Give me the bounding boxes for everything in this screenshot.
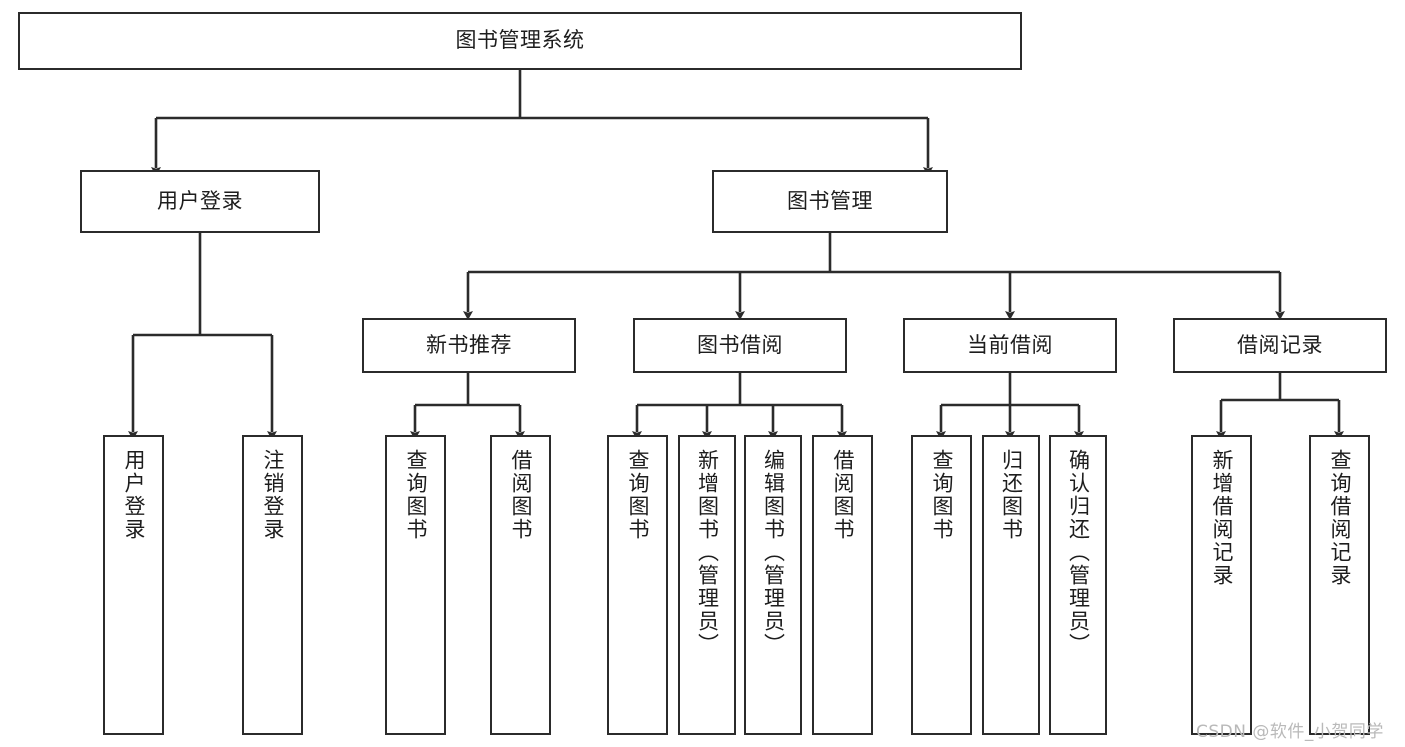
leaf-new-book-borrow-book[interactable]: 借阅图书 (490, 435, 551, 735)
node-label: 图书管理 (787, 188, 873, 213)
node-label: 查询借阅记录 (1328, 449, 1352, 587)
node-label: 归还图书 (999, 449, 1024, 541)
leaf-current-borrow-query-book[interactable]: 查询图书 (911, 435, 972, 735)
leaf-user-login-login[interactable]: 用户登录 (103, 435, 164, 735)
node-label: 借阅图书 (509, 449, 533, 541)
node-label: 用户登录 (122, 449, 146, 541)
node-label: 当前借阅 (967, 332, 1053, 357)
leaf-current-borrow-return-book[interactable]: 归还图书 (982, 435, 1040, 735)
node-label: 新增图书（管理员） (695, 449, 720, 656)
leaf-current-borrow-confirm-return-admin[interactable]: 确认归还（管理员） (1049, 435, 1107, 735)
node-book-management[interactable]: 图书管理 (712, 170, 948, 233)
node-new-book-recommend[interactable]: 新书推荐 (362, 318, 576, 373)
node-label: 图书管理系统 (455, 28, 585, 53)
node-label: 新增借阅记录 (1210, 449, 1234, 587)
node-label: 查询图书 (626, 449, 650, 541)
node-label: 用户登录 (157, 188, 243, 213)
leaf-book-borrow-borrow-book[interactable]: 借阅图书 (812, 435, 873, 735)
node-label: 查询图书 (404, 449, 428, 541)
leaf-book-borrow-edit-book-admin[interactable]: 编辑图书（管理员） (744, 435, 802, 735)
node-current-borrow[interactable]: 当前借阅 (903, 318, 1117, 373)
leaf-user-login-logout[interactable]: 注销登录 (242, 435, 303, 735)
node-label: 借阅记录 (1237, 332, 1323, 357)
leaf-borrow-records-query-record[interactable]: 查询借阅记录 (1309, 435, 1370, 735)
leaf-borrow-records-add-record[interactable]: 新增借阅记录 (1191, 435, 1252, 735)
node-label: 编辑图书（管理员） (761, 449, 786, 656)
node-root-book-management-system[interactable]: 图书管理系统 (18, 12, 1022, 70)
leaf-book-borrow-add-book-admin[interactable]: 新增图书（管理员） (678, 435, 736, 735)
node-label: 借阅图书 (831, 449, 855, 541)
node-label: 确认归还（管理员） (1066, 449, 1091, 656)
node-label: 新书推荐 (426, 332, 512, 357)
node-user-login[interactable]: 用户登录 (80, 170, 320, 233)
node-label: 图书借阅 (697, 332, 783, 357)
node-label: 查询图书 (930, 449, 954, 541)
node-book-borrow[interactable]: 图书借阅 (633, 318, 847, 373)
node-label: 注销登录 (261, 449, 285, 541)
leaf-new-book-query-book[interactable]: 查询图书 (385, 435, 446, 735)
leaf-book-borrow-query-book[interactable]: 查询图书 (607, 435, 668, 735)
csdn-watermark: CSDN @软件_小贺同学 (1196, 722, 1384, 742)
node-borrow-records[interactable]: 借阅记录 (1173, 318, 1387, 373)
